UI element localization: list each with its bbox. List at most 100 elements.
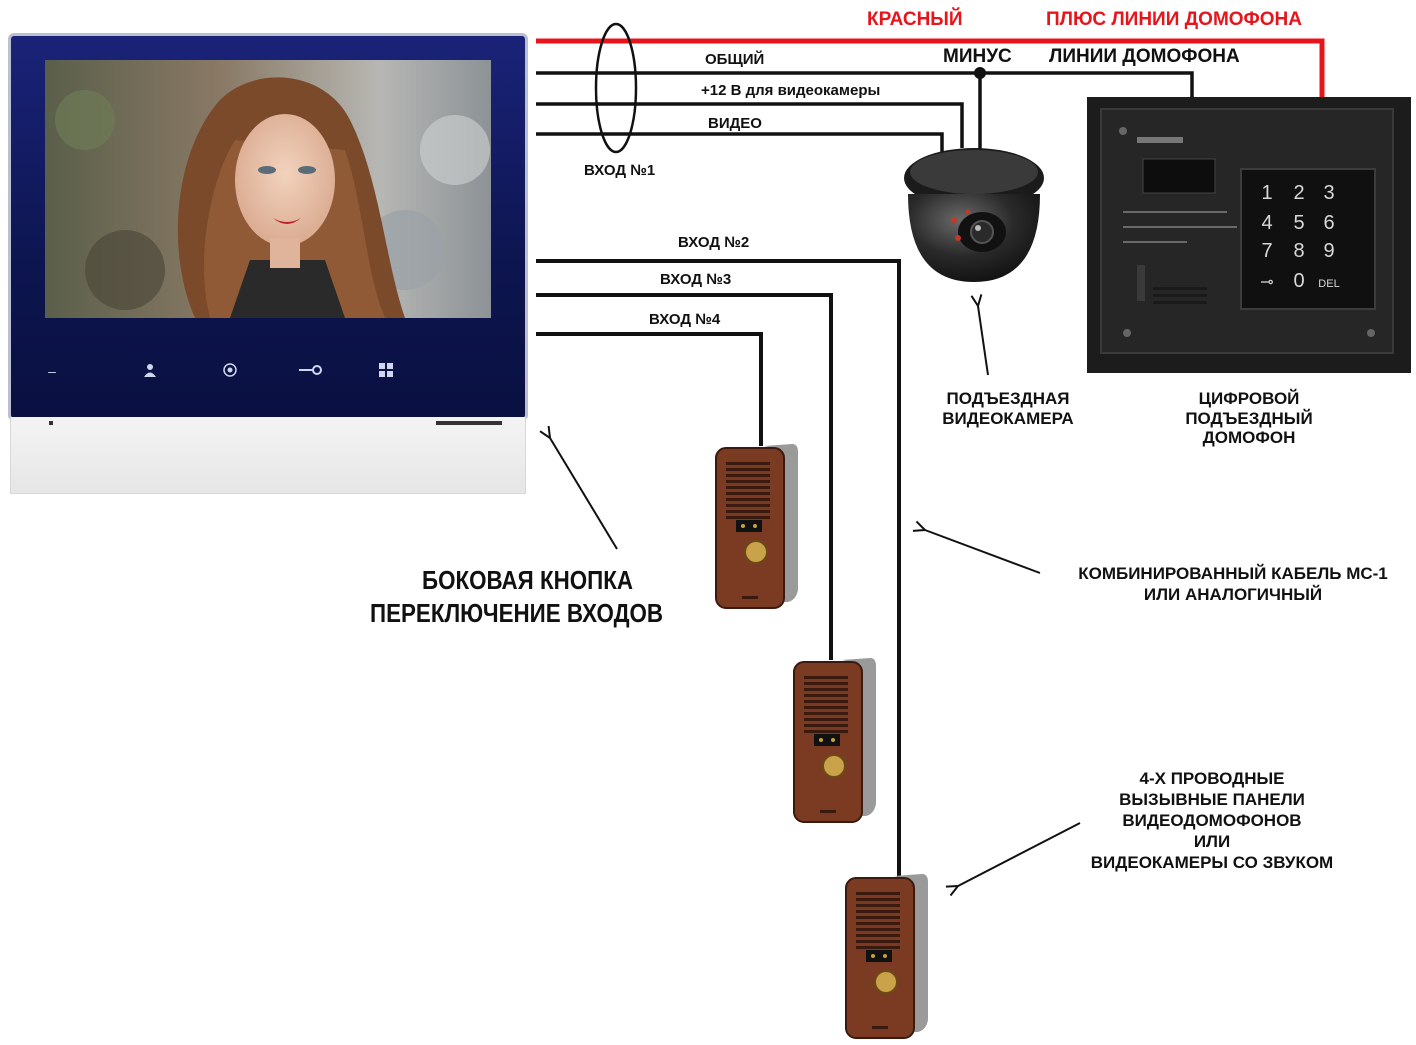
video-monitor: –: [8, 33, 528, 494]
red-wire-label: КРАСНЫЙ: [867, 9, 963, 30]
minus-label: МИНУС: [943, 46, 1012, 67]
keypad-key: 4: [1261, 212, 1272, 234]
panel-bracket: [764, 444, 798, 602]
common-wire-label: ОБЩИЙ: [705, 51, 765, 68]
speaker-slot: [856, 904, 900, 907]
arrow-cable: [925, 530, 1041, 574]
speaker-slot: [726, 474, 770, 477]
panel-lens: [871, 954, 875, 958]
plus-line-label: ПЛЮС ЛИНИИ ДОМОФОНА: [1046, 9, 1302, 30]
cable-label-line2: ИЛИ АНАЛОГИЧНЫЙ: [1143, 585, 1323, 604]
cable-label-line1: КОМБИНИРОВАННЫЙ КАБЕЛЬ МС-1: [1078, 564, 1388, 583]
panel-camera-window: [866, 950, 892, 962]
input1-bundle-ellipse: [594, 22, 638, 154]
video-wire: [536, 132, 944, 155]
input3-wire: [536, 293, 833, 660]
circle-icon[interactable]: [219, 362, 241, 380]
speaker-slot: [804, 694, 848, 697]
junction-dot: [974, 67, 986, 79]
mic-slot: [742, 596, 758, 599]
speaker-slot: [804, 718, 848, 721]
speaker-slot: [804, 688, 848, 691]
keypad-key: 7: [1261, 240, 1272, 262]
input2-label: ВХОД №2: [678, 234, 750, 251]
panels-label-line1: 4-Х ПРОВОДНЫЕ: [1139, 769, 1285, 788]
camera-caption: ПОДЪЕЗДНАЯ ВИДЕОКАМЕРА: [942, 389, 1074, 428]
call-panel-input4: [712, 440, 802, 610]
minus-line-label: ЛИНИИ ДОМОФОНА: [1049, 46, 1240, 67]
keypad-key: 8: [1293, 240, 1304, 262]
video-wire-label: ВИДЕО: [708, 115, 762, 132]
arrow-camera: [978, 306, 989, 376]
monitor-slot: [436, 421, 502, 425]
speaker-slot: [856, 916, 900, 919]
keypad-key: ⊸: [1260, 274, 1273, 291]
input4-wire: [536, 332, 763, 446]
speaker-slot: [804, 682, 848, 685]
power-wire-label: +12 В для видеокамеры: [701, 82, 881, 99]
speaker-slot: [804, 712, 848, 715]
keypad-key: 0: [1293, 270, 1304, 292]
speaker-slot: [856, 922, 900, 925]
speaker-slot: [804, 706, 848, 709]
side-button-label-line1: БОКОВАЯ КНОПКА: [422, 565, 634, 595]
input4-label: ВХОД №4: [649, 311, 721, 328]
speaker-slot: [726, 516, 770, 519]
key-icon[interactable]: [297, 362, 323, 380]
red-wire: [536, 38, 1325, 100]
minus-icon[interactable]: –: [48, 363, 56, 379]
speaker-slot: [856, 898, 900, 901]
keypad-key: 5: [1293, 212, 1304, 234]
speaker-slot: [856, 946, 900, 949]
monitor-screen: [45, 60, 491, 318]
speaker-slot: [726, 486, 770, 489]
arrow-panels: [958, 822, 1081, 886]
speaker-slot: [726, 480, 770, 483]
monitor-stand: [10, 417, 526, 494]
mic-slot: [872, 1026, 888, 1029]
power-wire: [536, 102, 964, 148]
keypad-key: 6: [1323, 212, 1334, 234]
speaker-slot: [856, 934, 900, 937]
intercom-caption: ЦИФРОВОЙ ПОДЪЕЗДНЫЙ ДОМОФОН: [1185, 389, 1313, 448]
speaker-slot: [804, 730, 848, 733]
keypad-key: 9: [1323, 240, 1334, 262]
speaker-slot: [726, 504, 770, 507]
speaker-slot: [804, 676, 848, 679]
panel-camera-window: [814, 734, 840, 746]
speaker-slot: [726, 462, 770, 465]
common-wire: [536, 71, 1194, 100]
panel-lens: [753, 524, 757, 528]
speaker-slot: [726, 498, 770, 501]
speaker-slot: [726, 468, 770, 471]
panels-label-line5: ВИДЕОКАМЕРЫ СО ЗВУКОМ: [1090, 853, 1334, 872]
panel-lens: [819, 738, 823, 742]
side-button-label-line2: ПЕРЕКЛЮЧЕНИЕ ВХОДОВ: [370, 598, 664, 628]
digital-intercom-panel: 1 2 3 4 5 6 7 8 9 ⊸ 0 DEL: [1087, 97, 1411, 373]
keypad-key: 2: [1293, 182, 1304, 204]
speaker-slot: [856, 892, 900, 895]
panels-label-line3: ВИДЕОДОМОФОНОВ: [1122, 811, 1302, 830]
panel-bracket: [894, 874, 928, 1032]
call-button: [822, 754, 846, 778]
panel-bracket: [842, 658, 876, 816]
arrow-side-button: [550, 438, 618, 550]
keypad-key: 1: [1261, 182, 1272, 204]
speaker-slot: [856, 928, 900, 931]
panels-label-line2: ВЫЗЫВНЫЕ ПАНЕЛИ: [1119, 790, 1305, 809]
grid-icon[interactable]: [375, 362, 397, 380]
call-button: [744, 540, 768, 564]
panel-lens: [883, 954, 887, 958]
panel-camera-window: [736, 520, 762, 532]
person-icon[interactable]: [139, 362, 161, 380]
panel-lens: [831, 738, 835, 742]
speaker-slot: [856, 940, 900, 943]
call-button: [874, 970, 898, 994]
call-panel-input2: [842, 870, 932, 1040]
speaker-slot: [804, 724, 848, 727]
input3-label: ВХОД №3: [660, 271, 732, 288]
input2-wire: [536, 259, 901, 880]
monitor-indicator: [49, 421, 53, 425]
panels-label-line4: ИЛИ: [1193, 832, 1231, 851]
